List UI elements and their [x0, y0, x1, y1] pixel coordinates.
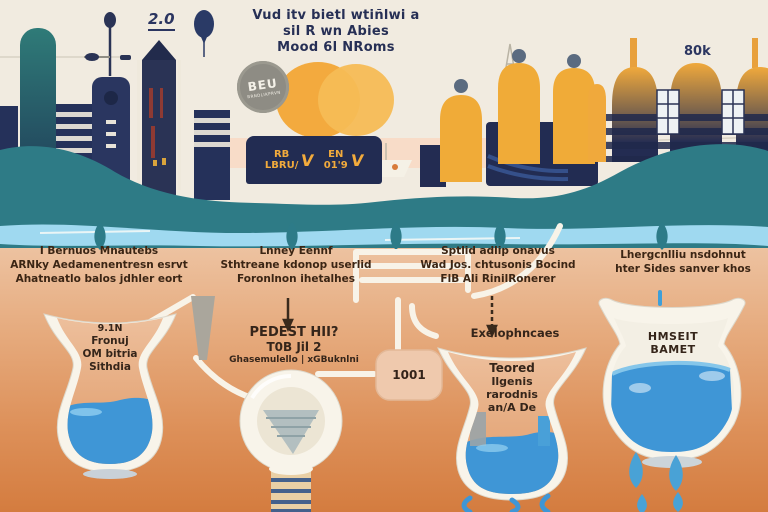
- ground-label-line: Lnney Eennf: [259, 245, 333, 257]
- funnel-icon: [191, 296, 215, 360]
- vessel-label-line: T0B Jil 2: [266, 340, 322, 354]
- storage-tank-label: 1001: [392, 368, 426, 382]
- vessel-label-line: an/A De: [487, 401, 537, 414]
- vessel-label-line: Fronuj: [91, 335, 129, 347]
- ground-label-line: FlB Ali RinilRonerer: [440, 273, 556, 285]
- flow-arrow: [282, 298, 294, 333]
- sign-text: EN: [328, 149, 344, 160]
- vessel-label-line: 9.1N: [97, 323, 123, 334]
- sign-check-mark: V: [349, 150, 365, 170]
- vessel-label-line: rarodnis: [486, 388, 538, 401]
- ring-vessel-2: [239, 369, 343, 512]
- dome-window: [656, 89, 680, 135]
- water-drop-icon: [94, 222, 668, 250]
- ground-label-line: Sptlid adlip onavus: [441, 245, 555, 257]
- sketch-note-left: 2.0: [148, 10, 175, 31]
- sign-group: EN 01'9 V: [323, 149, 365, 171]
- vessel-2-caption: PEDEST HII? T0B Jil 2 Ghasemulello | xGB…: [200, 326, 388, 366]
- ground-label-line: ARNky Aedamenentresn esrvt: [10, 259, 188, 271]
- sketch-note-right: 80k: [684, 44, 711, 59]
- ground-label-column-4: Lhergcnlliu nsdohnut hter Sides sanver k…: [600, 248, 766, 276]
- ground-label-line: Sthtreane kdonop userlid: [220, 259, 372, 271]
- vessel-label-line: Teored: [489, 361, 535, 375]
- ground-label-line: Foronlnon ihetalhes: [237, 273, 355, 285]
- vessel-1-label: 9.1N Fronuj OM bitria Sithdia: [62, 322, 158, 374]
- storage-tank: [375, 349, 443, 401]
- vessel-label-line: PEDEST HII?: [249, 325, 339, 340]
- vase-vessel-1: [43, 313, 177, 479]
- vessel-label-line: Ilgenis: [491, 375, 533, 388]
- ground-label-line: hter Sides sanver khos: [615, 263, 751, 275]
- storefront-sign: RB LBRU/ V EN 01'9 V: [246, 136, 382, 184]
- dome-window: [721, 89, 745, 135]
- vase-vessel-3: [437, 347, 587, 512]
- balloon-icon: [194, 10, 214, 57]
- ground-label-column-1: I Bernuos Mnautebs ARNky Aedamenentresn …: [6, 244, 192, 286]
- grain-silos: [420, 49, 598, 187]
- sign-text: 01'9: [323, 160, 348, 171]
- headline-line: Vud itv bietl wtiñlwi a: [252, 8, 420, 23]
- sign-check-mark: V: [300, 150, 316, 170]
- sign-text: LBRU/: [264, 160, 299, 171]
- ground-label-column-3: Sptlid adlip onavus Wad Jos. chtusonis B…: [400, 244, 596, 286]
- bowl-vessel-4: [598, 297, 746, 512]
- flow-arrow-dashed: [486, 296, 498, 339]
- street-lamp-icon: [84, 12, 131, 76]
- sign-text: RB: [273, 149, 290, 160]
- leak-ribbons: [461, 493, 551, 512]
- vessel-label-line: BAMET: [650, 343, 696, 356]
- headline-line: Mood 6l NRoms: [277, 40, 395, 55]
- ground-label-line: I Bernuos Mnautebs: [39, 245, 159, 257]
- ground-label-line: Ahatneatlo balos jdhler eort: [15, 273, 183, 285]
- left-buildings: [0, 28, 230, 216]
- drip-drops: [629, 452, 683, 512]
- vessel-3-caption: Exelophncaes: [470, 326, 560, 340]
- ground-label-line: Lhergcnlliu nsdohnut: [620, 249, 746, 261]
- headline-text: Vud itv bietl wtiñlwi a sil R wn Abies M…: [228, 8, 444, 56]
- vessel-label-line: OM bitria: [82, 348, 138, 360]
- headline-line: sil R wn Abies: [282, 24, 390, 39]
- ground-label-line: Wad Jos. chtusonis Bocind: [420, 259, 576, 271]
- vessel-label-line: Ghasemulello | xGBuknlni: [229, 355, 359, 365]
- vessel-3-label: Teored Ilgenis rarodnis an/A De: [462, 361, 562, 415]
- sun-icon: [276, 62, 394, 138]
- vessel-label-line: Sithdia: [89, 361, 131, 373]
- ground-label-column-2: Lnney Eennf Sthtreane kdonop userlid For…: [198, 244, 394, 286]
- vessel-label-line: HMSEIT: [647, 330, 699, 343]
- sign-group: RB LBRU/ V: [264, 149, 316, 171]
- vessel-4-label: HMSEIT BAMET: [630, 330, 716, 356]
